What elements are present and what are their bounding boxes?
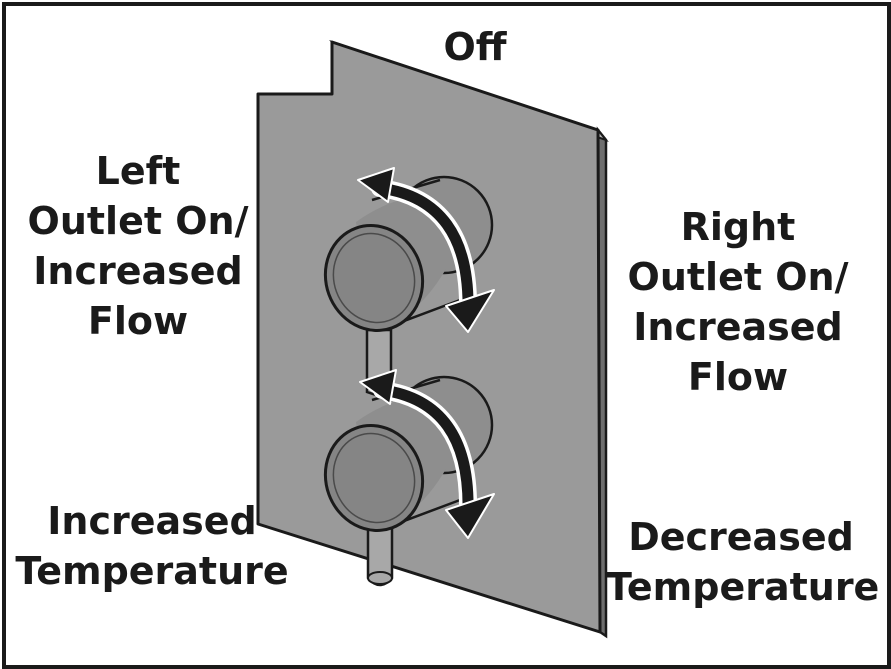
knob-stem-lower xyxy=(366,524,394,587)
label-increased-temperature: Increased Temperature xyxy=(15,499,289,593)
label-off: Off xyxy=(443,25,507,69)
upper-knob-arrow-icon xyxy=(357,167,495,333)
trim-plate xyxy=(256,40,602,634)
label-decreased-temperature: Decreased Temperature xyxy=(606,515,880,609)
label-right-outlet: Right Outlet On/ Increased Flow xyxy=(627,205,849,399)
label-left-outlet: Left Outlet On/ Increased Flow xyxy=(27,149,249,343)
lower-knob-arrow-icon xyxy=(359,369,495,539)
